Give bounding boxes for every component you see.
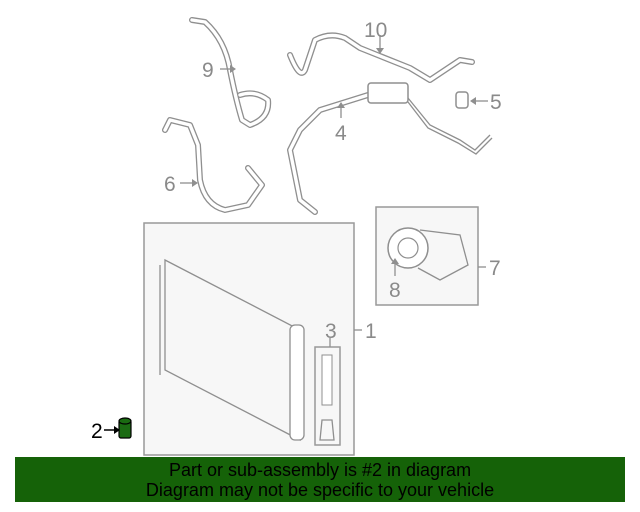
callout-7: 7 [489, 257, 501, 280]
callout-2: 2 [91, 420, 103, 443]
callout-5: 5 [490, 91, 502, 114]
callout-9: 9 [202, 59, 214, 82]
part-7-compressor-box[interactable] [375, 206, 479, 306]
leader-lines [104, 35, 488, 434]
part-4-line[interactable] [287, 82, 493, 215]
part-10-line[interactable] [287, 32, 475, 83]
callout-1: 1 [365, 320, 377, 343]
callout-4: 4 [335, 122, 347, 145]
part-6-hose[interactable] [162, 117, 265, 213]
part-5-switch[interactable] [455, 91, 469, 109]
callout-6: 6 [164, 173, 176, 196]
part-9-hose[interactable] [189, 17, 272, 128]
callout-10: 10 [364, 19, 387, 42]
part-1-condenser-box[interactable] [143, 222, 355, 456]
info-banner: Part or sub-assembly is #2 in diagram Di… [15, 457, 625, 502]
callout-3: 3 [325, 320, 337, 343]
part-2-highlighted[interactable] [118, 417, 132, 439]
banner-line-disclaimer: Diagram may not be specific to your vehi… [145, 480, 495, 500]
banner-line-part: Part or sub-assembly is #2 in diagram [168, 460, 472, 480]
callout-8: 8 [389, 279, 401, 302]
